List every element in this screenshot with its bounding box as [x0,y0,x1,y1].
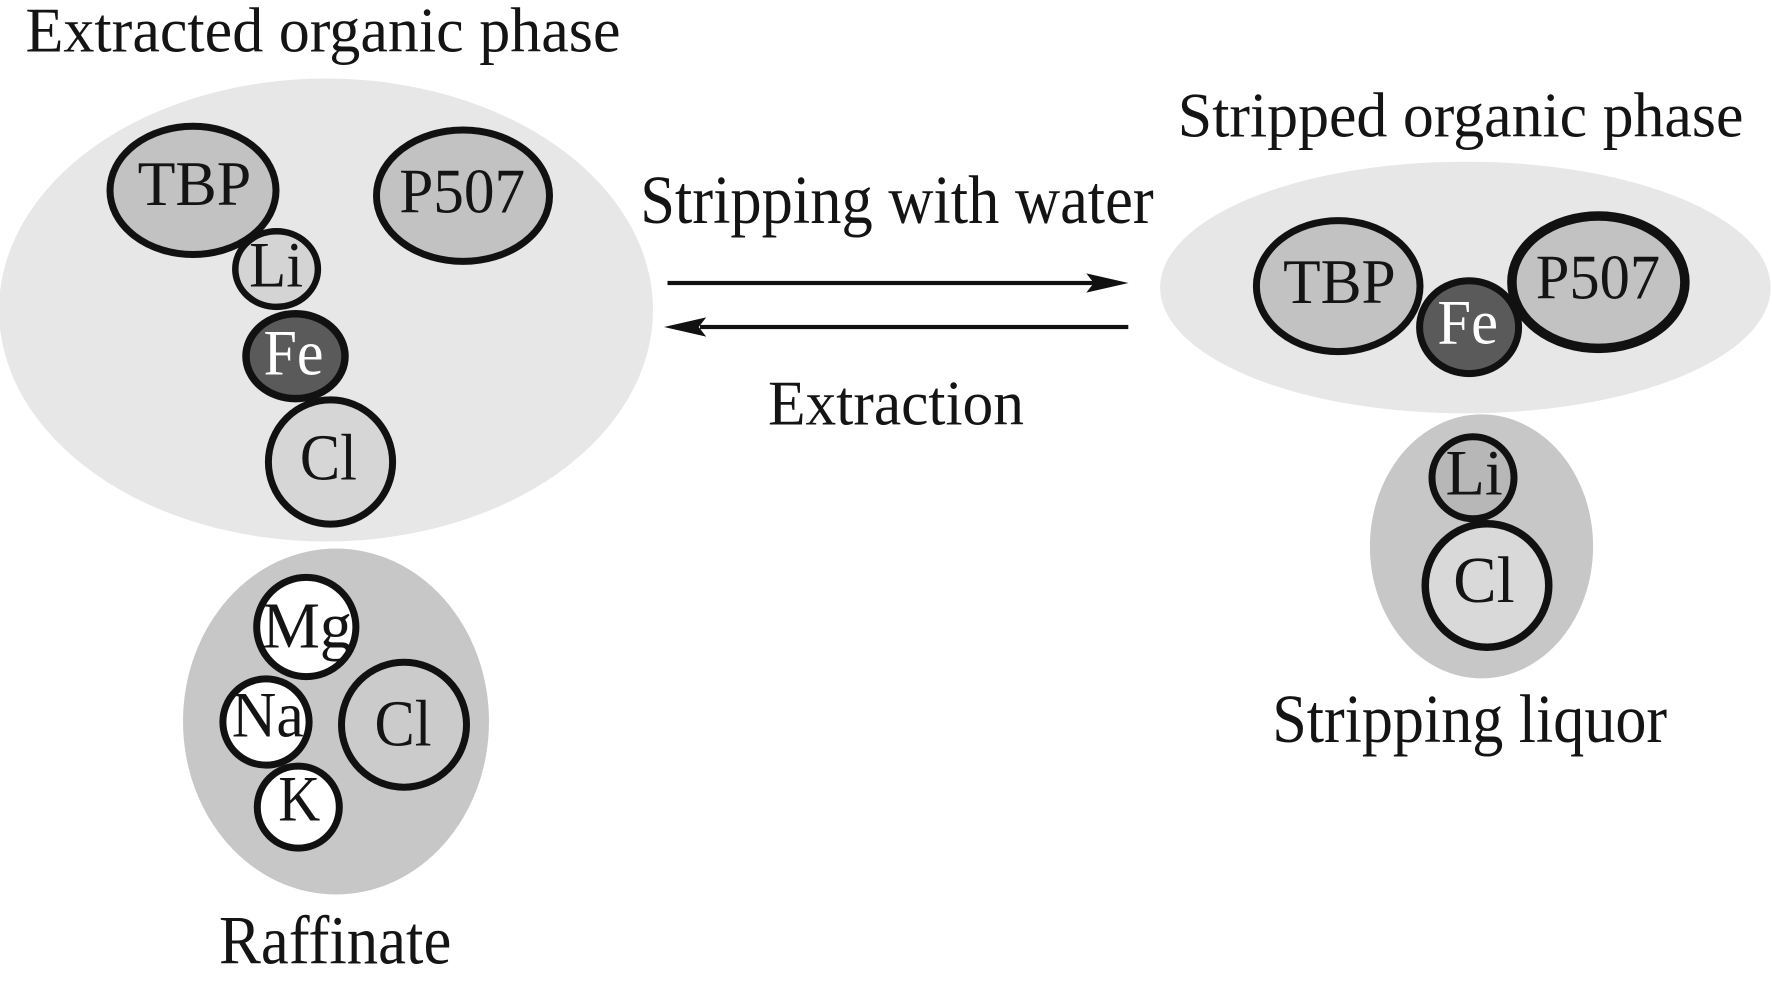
svg-text:Cl: Cl [375,687,432,760]
svg-text:Stripping with water: Stripping with water [640,162,1154,238]
svg-text:Fe: Fe [264,318,324,390]
svg-text:Stripped organic phase: Stripped organic phase [1178,80,1744,151]
svg-text:Cl: Cl [1453,544,1514,617]
svg-text:K: K [278,764,320,836]
svg-text:P507: P507 [399,156,525,227]
svg-text:Extraction: Extraction [768,368,1024,439]
svg-text:Stripping liquor: Stripping liquor [1272,681,1667,757]
svg-text:Raffinate: Raffinate [219,902,451,977]
svg-text:Extracted organic phase: Extracted organic phase [26,0,621,66]
svg-text:TBP: TBP [1283,246,1396,317]
svg-text:Na: Na [232,679,304,751]
svg-text:Fe: Fe [1437,288,1498,358]
svg-text:P507: P507 [1536,242,1660,312]
svg-text:Li: Li [1446,438,1503,510]
svg-text:Cl: Cl [300,421,357,494]
svg-text:TBP: TBP [138,149,252,219]
svg-text:Mg: Mg [262,590,352,663]
svg-text:Li: Li [249,230,303,302]
